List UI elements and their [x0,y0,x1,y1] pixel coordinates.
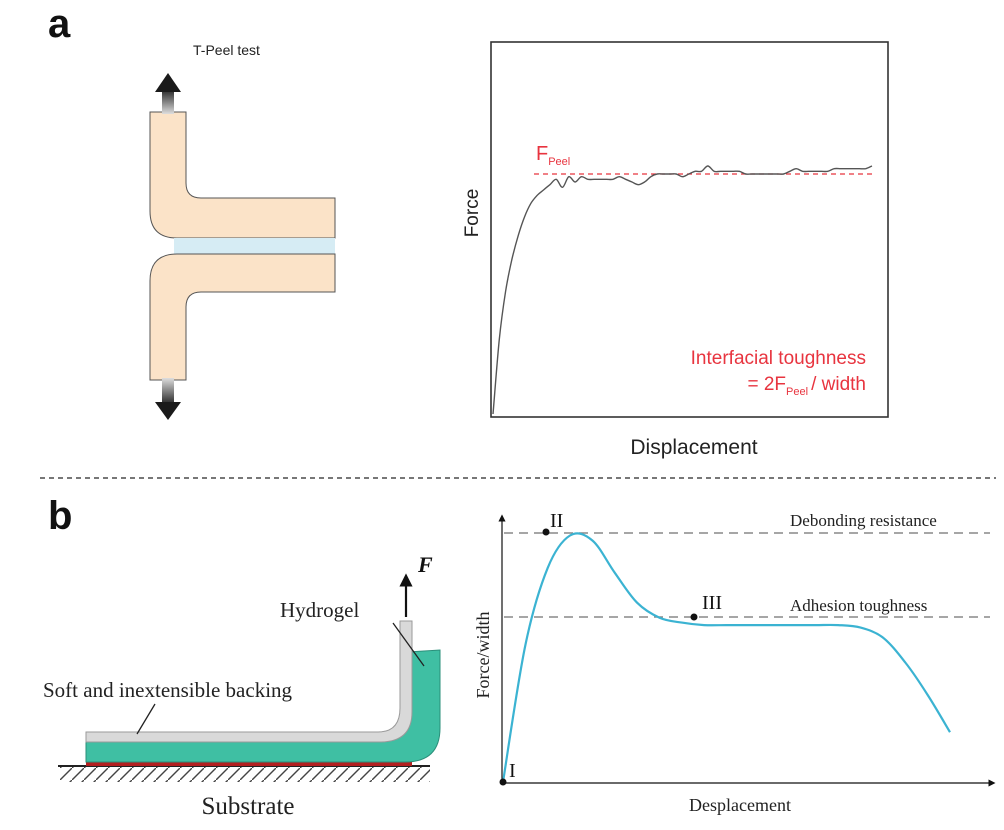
chart-a-frame [490,41,889,418]
chart-b-ylabel: Force/width [473,612,493,699]
hydrogel-layer [85,649,441,763]
pull-up-arrow-icon [155,73,181,114]
force-label: F [417,552,433,577]
tpeel-diagram: T-Peel test [149,42,336,420]
chart-a-formula-line1: Interfacial toughness [691,348,866,369]
hydrogel-leader-line [392,622,425,667]
chart-b-debonding-label: Debonding resistance [790,511,937,530]
chart-a-ylabel: Force [462,189,483,238]
chart-b-point-II [542,528,550,536]
chart-b-point-III [690,613,698,621]
chart-a-formula-sub: Peel [786,386,808,398]
tpeel-adhesive-layer [174,238,335,254]
chart-a-fpeel-label: FPeel [536,143,570,168]
chart-a-formula-suffix: / width [811,374,866,395]
chart-b-adhesion-label: Adhesion toughness [790,596,927,615]
chart-b: I II III Debonding resistance Adhesion t… [473,510,996,815]
tpeel-upper-arm [149,111,336,239]
chart-b-xlabel: Desplacement [689,795,791,815]
pull-down-arrow-icon [155,378,181,420]
chart-a-fpeel-sub: Peel [548,156,570,168]
tpeel-lower-arm [149,253,336,381]
substrate-hatch [60,766,430,782]
panel-a-letter: a [48,2,71,46]
chart-a: FPeel Interfacial toughness = 2FPeel/ wi… [462,41,889,459]
chart-b-point-I [499,778,507,786]
chart-a-formula-line2: = 2FPeel/ width [747,374,866,398]
hydrogel-label: Hydrogel [280,598,359,622]
chart-a-formula-prefix: = 2F [747,374,786,395]
backing-layer [85,620,413,743]
panel-b-letter: b [48,494,73,538]
chart-b-force-curve [501,532,951,783]
chart-b-label-II: II [550,510,563,532]
substrate-interface [86,762,412,766]
chart-a-xlabel: Displacement [630,436,757,459]
substrate-label: Substrate [201,793,294,820]
backing-label: Soft and inextensible backing [43,678,293,702]
backing-leader-line [136,703,156,735]
chart-b-label-I: I [509,760,516,782]
chart-a-fpeel-main: F [536,143,548,165]
chart-a-force-curve [492,165,873,415]
tpeel-title: T-Peel test [193,42,260,58]
peel-diagram: F Hydrogel Soft and inextensible backing… [43,552,441,820]
chart-b-label-III: III [702,592,722,614]
